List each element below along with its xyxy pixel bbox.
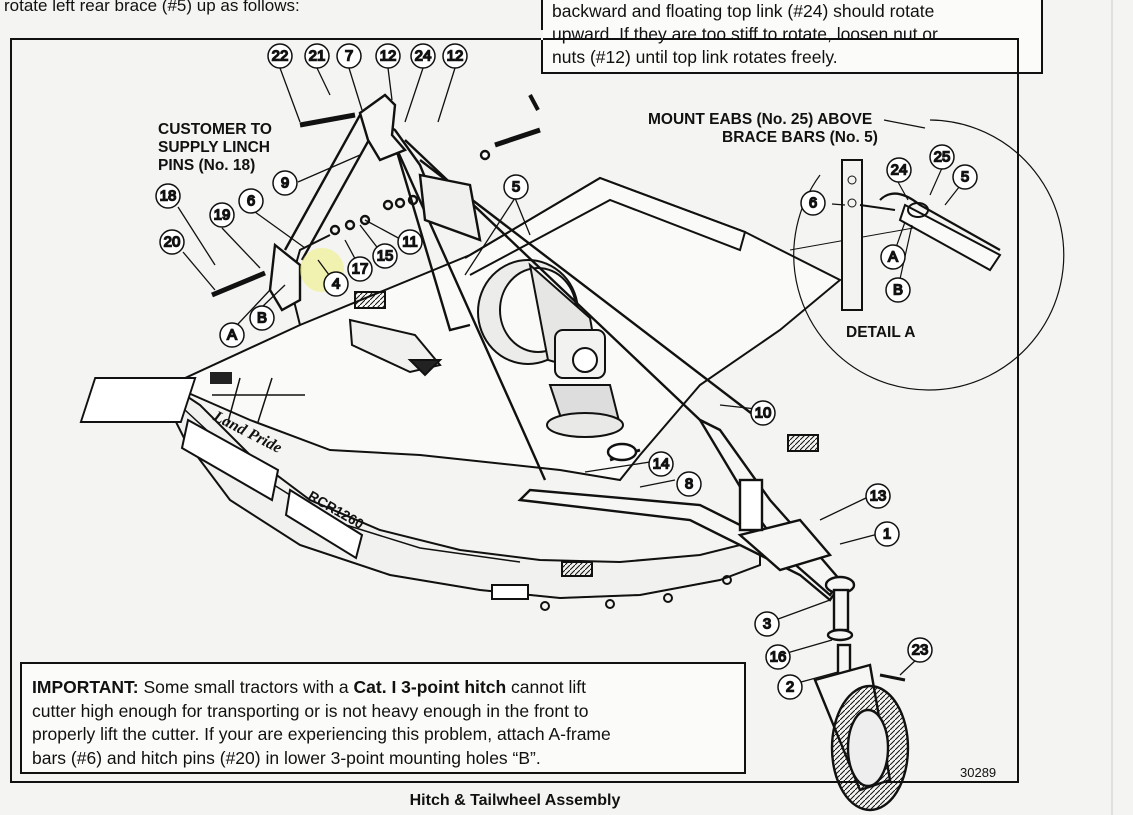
detail-callout-24: 24	[886, 157, 912, 183]
svg-text:15: 15	[377, 248, 394, 265]
frame-gap	[541, 30, 543, 40]
intro-text: rotate left rear brace (#5) up as follow…	[4, 0, 300, 15]
svg-text:9: 9	[281, 175, 289, 192]
callout-4: 4	[323, 271, 349, 297]
svg-text:B: B	[257, 310, 267, 327]
callout-9: 9	[272, 170, 298, 196]
gearbox	[477, 259, 624, 438]
callout-8: 8	[676, 471, 702, 497]
svg-text:7: 7	[345, 48, 353, 65]
diagram-frame	[10, 38, 1019, 783]
svg-text:22: 22	[272, 48, 289, 65]
mount-note: MOUNT EABS (No. 25) ABOVE BRACE BARS (No…	[648, 111, 926, 146]
svg-text:24: 24	[415, 48, 432, 65]
tailwheel-assembly	[517, 417, 910, 812]
callout-22: 22	[267, 43, 293, 69]
callout-15: 15	[372, 243, 398, 269]
callout-7: 7	[336, 43, 362, 69]
callout-6: 6	[238, 188, 264, 214]
svg-text:1: 1	[883, 526, 891, 543]
svg-text:12: 12	[447, 48, 464, 65]
svg-text:12: 12	[380, 48, 397, 65]
callout-3: 3	[754, 611, 780, 637]
svg-text:24: 24	[891, 162, 908, 179]
svg-text:3: 3	[763, 616, 771, 633]
figure-number: 30289	[960, 765, 997, 780]
detail-a-inset: 6 24 25 5 A B	[789, 119, 1065, 391]
callout-18: 18	[155, 183, 181, 209]
callout-5: 5	[503, 174, 529, 200]
svg-text:17: 17	[352, 261, 369, 278]
detail-callout-5: 5	[952, 164, 978, 190]
callout-A: A	[219, 322, 245, 348]
detail-callout-A: A	[880, 244, 906, 270]
svg-text:5: 5	[961, 169, 969, 186]
important-line-3: properly lift the cutter. If your are ex…	[32, 724, 611, 744]
callout-24: 24	[410, 43, 436, 69]
svg-text:MOUNT EABS (No. 25) ABOVE: MOUNT EABS (No. 25) ABOVE	[648, 111, 872, 128]
svg-text:13: 13	[870, 488, 887, 505]
svg-text:B: B	[893, 282, 903, 299]
callout-B: B	[249, 305, 275, 331]
svg-text:8: 8	[685, 476, 693, 493]
svg-text:16: 16	[770, 649, 787, 666]
callout-2: 2	[777, 674, 803, 700]
svg-text:2: 2	[786, 679, 794, 696]
svg-text:PINS (No. 18): PINS (No. 18)	[158, 157, 255, 174]
svg-text:23: 23	[912, 642, 929, 659]
callout-19: 19	[209, 202, 235, 228]
important-line-2: cutter high enough for transporting or i…	[32, 700, 589, 721]
svg-text:4: 4	[332, 276, 340, 293]
top-note-line: nuts (#12) until top link rotates freely…	[552, 47, 838, 67]
callout-23: 23	[907, 637, 933, 663]
detail-callout-25: 25	[929, 144, 955, 170]
svg-text:20: 20	[164, 234, 181, 251]
svg-text:25: 25	[934, 149, 951, 166]
top-note-line: backward and floating top link (#24) sho…	[552, 1, 935, 21]
customer-note: CUSTOMER TO SUPPLY LINCH PINS (No. 18)	[158, 121, 272, 174]
callout-11: 11	[397, 229, 423, 255]
callout-12a: 12	[375, 43, 401, 69]
svg-text:21: 21	[309, 48, 326, 65]
svg-text:19: 19	[214, 207, 231, 224]
callout-12b: 12	[442, 43, 468, 69]
detail-a-label: DETAIL A	[846, 324, 915, 341]
svg-text:SUPPLY LINCH: SUPPLY LINCH	[158, 139, 270, 156]
callout-13: 13	[865, 483, 891, 509]
callout-list: 22 21 7 12 24 12 9 18 19 6 20 4 17 15 11…	[155, 43, 933, 700]
svg-text:CUSTOMER TO: CUSTOMER TO	[158, 121, 272, 138]
callout-10: 10	[750, 400, 776, 426]
detail-callout-6: 6	[800, 190, 826, 216]
callout-14: 14	[648, 451, 674, 477]
svg-text:14: 14	[653, 456, 670, 473]
pto-shaft	[348, 291, 443, 377]
svg-text:5: 5	[512, 179, 520, 196]
svg-text:10: 10	[755, 405, 772, 422]
callout-21: 21	[304, 43, 330, 69]
callout-1: 1	[874, 521, 900, 547]
important-line-1: IMPORTANT: Some small tractors with a Ca…	[32, 677, 586, 697]
svg-text:BRACE BARS (No. 5): BRACE BARS (No. 5)	[722, 129, 878, 146]
svg-text:6: 6	[809, 195, 817, 212]
detail-callout-B: B	[885, 277, 911, 303]
svg-text:11: 11	[402, 234, 418, 251]
callout-17: 17	[347, 256, 373, 282]
callout-20: 20	[159, 229, 185, 255]
svg-text:6: 6	[247, 193, 255, 210]
svg-text:A: A	[227, 327, 237, 344]
figure-caption: Hitch & Tailwheel Assembly	[409, 792, 621, 809]
callout-16: 16	[765, 644, 791, 670]
svg-text:18: 18	[160, 188, 177, 205]
important-note-box: IMPORTANT: Some small tractors with a Ca…	[20, 662, 746, 774]
svg-text:A: A	[888, 249, 898, 266]
important-line-4: bars (#6) and hitch pins (#20) in lower …	[32, 747, 541, 768]
